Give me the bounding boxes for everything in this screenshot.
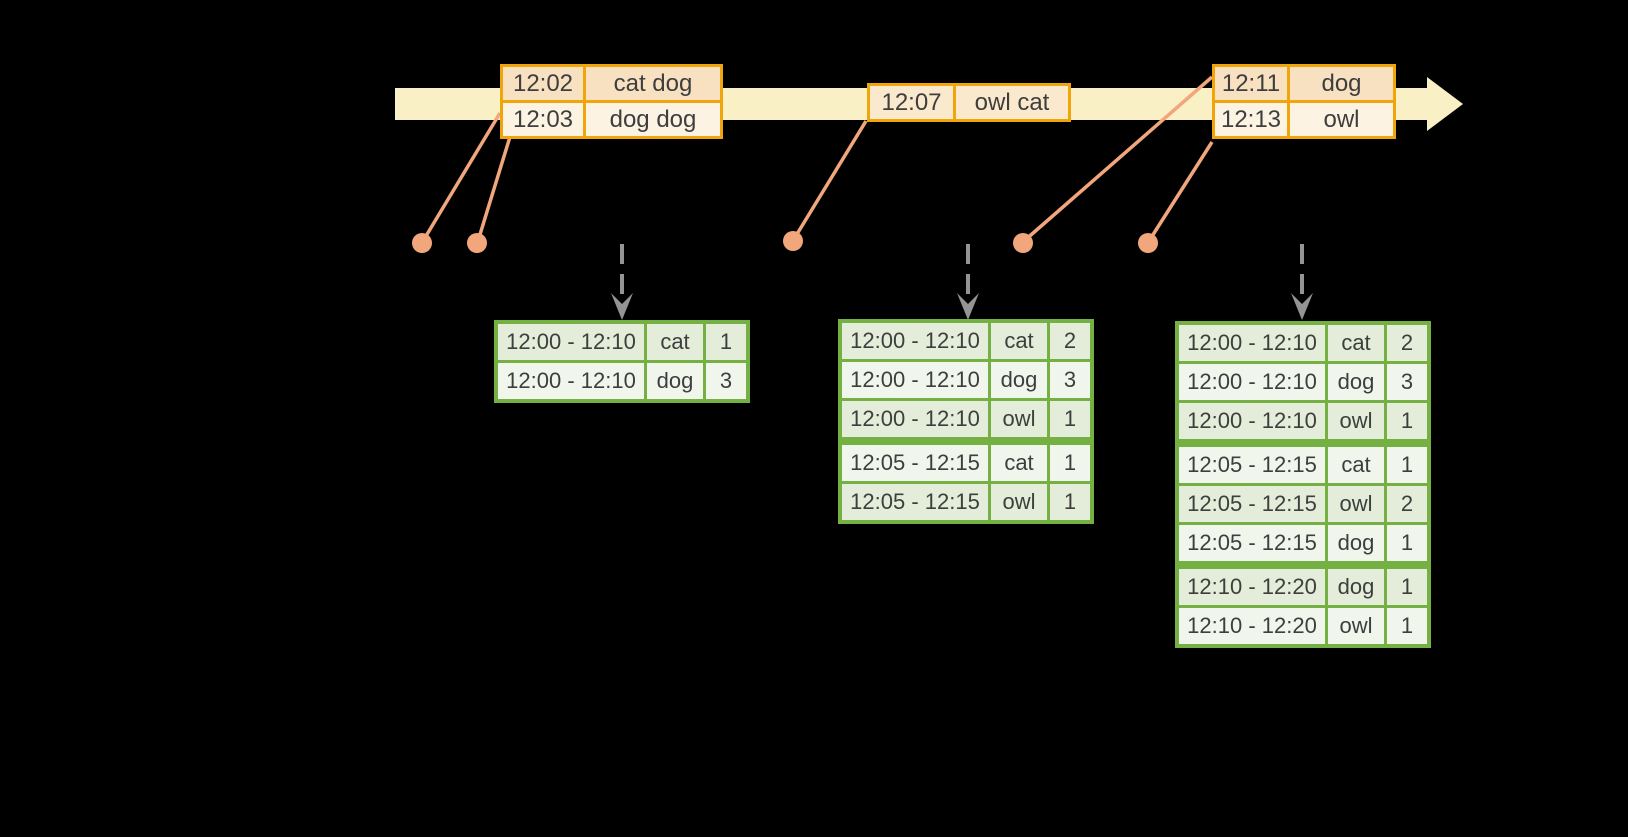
event-dot — [1138, 233, 1158, 253]
window-cell: 12:10 - 12:20 — [1179, 569, 1325, 605]
timeline-arrowhead-icon — [1427, 77, 1463, 131]
count-cell: 3 — [706, 363, 746, 399]
event-time-cell: 12:02 — [503, 67, 583, 100]
event-connector-line — [1147, 141, 1214, 242]
event-dot — [1013, 233, 1033, 253]
window-cell: 12:05 - 12:15 — [1179, 447, 1325, 483]
window-cell: 12:05 - 12:15 — [1179, 525, 1325, 561]
word-cell: dog — [1328, 525, 1384, 561]
window-cell: 12:00 - 12:10 — [1179, 403, 1325, 439]
count-cell: 1 — [1387, 447, 1427, 483]
event-dot — [412, 233, 432, 253]
word-cell: owl — [1328, 486, 1384, 522]
event-time-cell: 12:11 — [1215, 67, 1287, 100]
word-cell: cat — [991, 323, 1047, 359]
word-cell: cat — [1328, 447, 1384, 483]
count-cell: 1 — [1050, 445, 1090, 481]
count-cell: 1 — [1387, 608, 1427, 644]
count-cell: 3 — [1387, 364, 1427, 400]
window-cell: 12:00 - 12:10 — [842, 323, 988, 359]
event-words-cell: dog — [1290, 67, 1393, 100]
event-words-cell: owl cat — [956, 86, 1068, 119]
count-cell: 3 — [1050, 362, 1090, 398]
word-cell: dog — [647, 363, 703, 399]
event-words-cell: owl — [1290, 103, 1393, 136]
trigger-arrowhead-icon — [611, 293, 633, 320]
count-cell: 2 — [1387, 486, 1427, 522]
event-time-cell: 12:07 — [870, 86, 953, 119]
window-cell: 12:00 - 12:10 — [842, 362, 988, 398]
event-time-cell: 12:03 — [503, 103, 583, 136]
count-cell: 1 — [1387, 403, 1427, 439]
window-cell: 12:10 - 12:20 — [1179, 608, 1325, 644]
window-cell: 12:00 - 12:10 — [1179, 325, 1325, 361]
word-cell: cat — [647, 324, 703, 360]
word-cell: dog — [991, 362, 1047, 398]
event-connector-line — [1022, 75, 1214, 243]
window-cell: 12:05 - 12:15 — [842, 445, 988, 481]
word-cell: cat — [991, 445, 1047, 481]
trigger-arrowhead-icon — [957, 293, 979, 320]
event-words-cell: cat dog — [586, 67, 720, 100]
count-cell: 1 — [706, 324, 746, 360]
event-dot — [783, 231, 803, 251]
window-cell: 12:00 - 12:10 — [842, 401, 988, 437]
event-connector-line — [792, 120, 868, 240]
event-connector-line — [421, 112, 502, 242]
window-cell: 12:00 - 12:10 — [498, 324, 644, 360]
word-cell: owl — [991, 484, 1047, 520]
window-cell: 12:00 - 12:10 — [498, 363, 644, 399]
count-cell: 1 — [1387, 569, 1427, 605]
event-words-cell: dog dog — [586, 103, 720, 136]
word-cell: dog — [1328, 364, 1384, 400]
word-cell: cat — [1328, 325, 1384, 361]
window-cell: 12:05 - 12:15 — [1179, 486, 1325, 522]
word-cell: owl — [991, 401, 1047, 437]
trigger-arrowhead-icon — [1291, 293, 1313, 320]
count-cell: 2 — [1050, 323, 1090, 359]
count-cell: 1 — [1387, 525, 1427, 561]
count-cell: 1 — [1050, 484, 1090, 520]
word-cell: owl — [1328, 403, 1384, 439]
count-cell: 2 — [1387, 325, 1427, 361]
window-cell: 12:05 - 12:15 — [842, 484, 988, 520]
count-cell: 1 — [1050, 401, 1090, 437]
word-cell: owl — [1328, 608, 1384, 644]
event-dot — [467, 233, 487, 253]
event-connector-line — [476, 126, 515, 242]
event-time-cell: 12:13 — [1215, 103, 1287, 136]
word-cell: dog — [1328, 569, 1384, 605]
window-cell: 12:00 - 12:10 — [1179, 364, 1325, 400]
